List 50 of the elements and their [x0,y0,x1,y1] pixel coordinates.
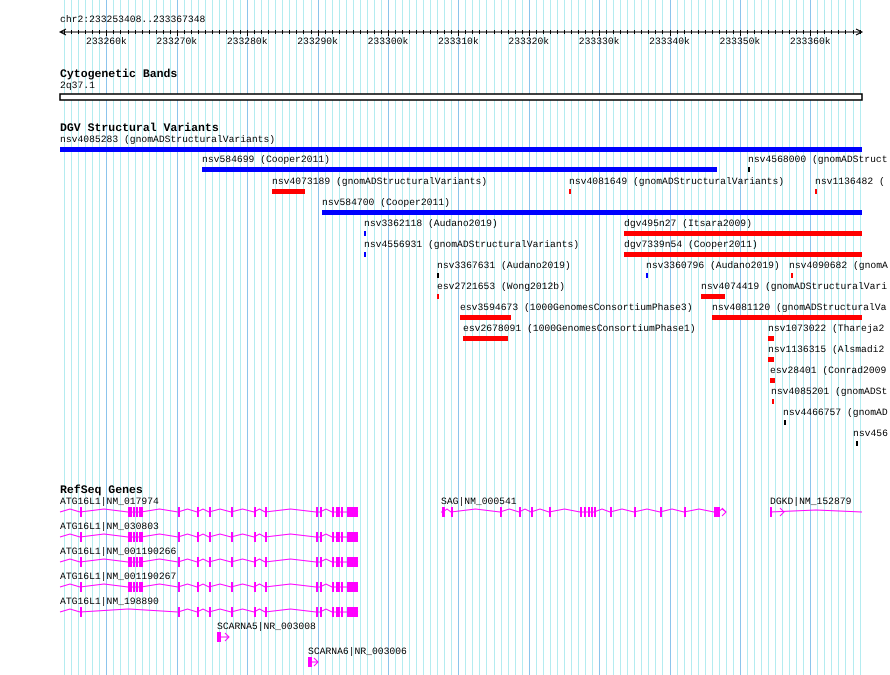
gene-label: SCARNA6|NR_003006 [308,646,407,658]
gene-label: DGKD|NM_152879 [770,496,852,508]
tick-label: 233270k [156,36,198,48]
tick-label: 233320k [508,36,550,48]
variant-label: esv2678091 (1000GenomesConsortiumPhase1) [463,323,696,335]
variant-label: nsv4466757 (gnomAD [783,407,888,419]
tick-label: 233350k [720,36,760,48]
gene-label: ATG16L1|NM_030803 [60,521,159,533]
variant-label: nsv4085201 (gnomADSt [771,386,888,398]
variant-label: nsv4081120 (gnomADStructuralVa [712,302,886,314]
variant-label: esv2721653 (Wong2012b) [437,281,565,293]
variant-label: nsv4085283 (gnomADStructuralVariants) [60,134,276,146]
variant-label: esv3594673 (1000GenomesConsortiumPhase3) [460,302,693,314]
track-title: RefSeq Genes [60,484,143,496]
tick-label: 233310k [438,36,479,48]
gene-label: SCARNA5|NR_003008 [217,621,316,633]
gene-label: SAG|NM_000541 [441,496,517,508]
tick-label: 233300k [368,36,408,48]
variant-label: esv28401 (Conrad2009 [770,365,886,377]
tick-label: 233280k [226,36,268,48]
variant-label: nsv4090682 (gnomA [789,260,888,272]
variant-label: nsv4081649 (gnomADStructuralVariants) [569,176,784,188]
gene-label: ATG16L1|NM_198890 [60,596,159,608]
variant-label: nsv1136315 (Alsmadi2 [768,344,884,356]
tick-label: 233360k [790,36,831,48]
variant-label: nsv4556931 (gnomADStructuralVariants) [364,239,580,251]
coordinate-range: chr2:233253408..233367348 [60,14,206,26]
gene-label: ATG16L1|NM_017974 [60,496,159,508]
gene-label: ATG16L1|NM_001190266 [60,546,176,558]
variant-label: nsv4074419 (gnomADStructuralVari [701,281,888,293]
tick-label: 233260k [86,36,127,48]
track-title: DGV Structural Variants [60,122,219,134]
variant-label: nsv456 [853,428,888,440]
gene-label: ATG16L1|NM_001190267 [60,571,176,583]
variant-label: dgv495n27 (Itsara2009) [624,218,752,230]
variant-label: dgv7339n54 (Cooper2011) [624,239,758,251]
variant-label: nsv3362118 (Audano2019) [364,218,498,230]
variant-label: nsv3360796 (Audano2019) [646,260,780,272]
variant-label: nsv4073189 (gnomADStructuralVariants) [272,176,488,188]
track-title: Cytogenetic Bands [60,68,178,80]
variant-label: nsv1136482 ( [815,176,885,188]
variant-label: nsv4568000 (gnomADStruct [748,154,888,166]
variant-label: nsv584699 (Cooper2011) [202,154,330,166]
tick-label: 233340k [649,36,690,48]
variant-label: nsv584700 (Cooper2011) [322,197,450,209]
band-name: 2q37.1 [60,80,95,92]
tick-label: 233330k [578,36,620,48]
tick-label: 233290k [297,36,338,48]
variant-label: nsv3367631 (Audano2019) [437,260,571,272]
variant-label: nsv1073022 (Thareja2 [768,323,884,335]
